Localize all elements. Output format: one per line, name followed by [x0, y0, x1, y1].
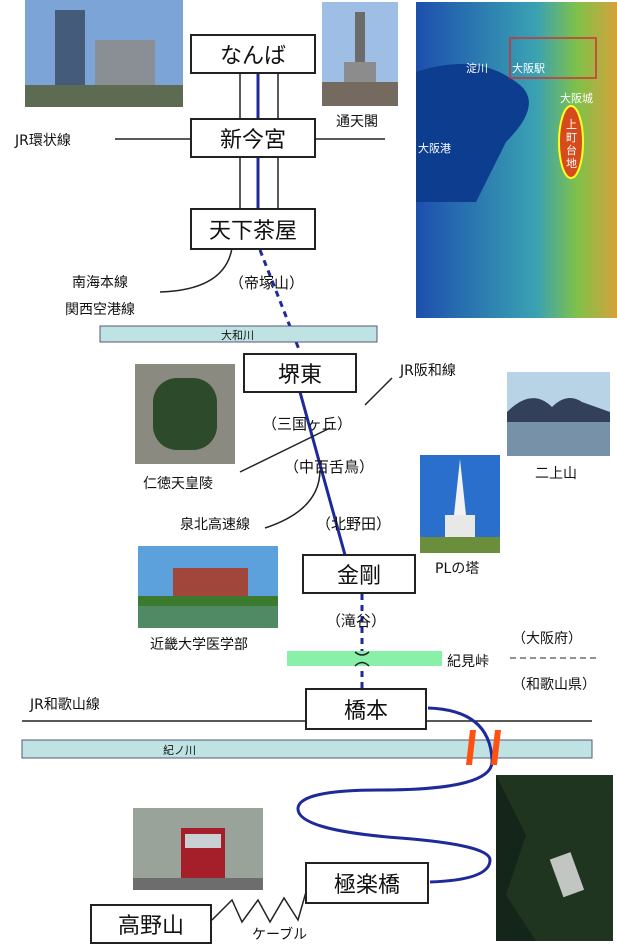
station-kongo[interactable]: 金剛: [302, 554, 416, 594]
label-pl-tower: PLの塔: [435, 561, 480, 577]
station-nakamozu: （中百舌鳥）: [284, 458, 375, 476]
kimitoge-tunnel: [287, 651, 442, 666]
nintoku-connector: [239, 427, 331, 473]
kindai-photo: [138, 546, 278, 628]
label-kansai-airport: 関西空港線: [65, 302, 135, 318]
label-kimitoge: 紀見峠: [447, 654, 489, 670]
main-track: [298, 391, 347, 556]
station-tengachaya[interactable]: 天下茶屋: [190, 208, 316, 250]
nijosan-photo: [507, 372, 610, 456]
label-jr-loop: JR環状線: [15, 133, 71, 149]
map-label-yodogawa: 淀川: [466, 62, 488, 75]
bridge-mark: [491, 730, 501, 765]
label-semboku: 泉北高速線: [180, 517, 250, 533]
label-nintoku: 仁徳天皇陵: [143, 476, 213, 492]
station-shin-imamiya[interactable]: 新今宮: [190, 118, 316, 158]
station-takidani: （滝谷）: [326, 612, 387, 630]
jr-hanwa-line: [364, 377, 393, 406]
map-label-uemachi: 上町台地: [566, 118, 577, 170]
station-gokurakubashi[interactable]: 極楽橋: [305, 862, 429, 904]
label-nijosan: 二上山: [535, 466, 577, 482]
osaka-relief-map: [416, 2, 617, 318]
pl-tower-photo: [420, 455, 500, 553]
namba-photo: [25, 0, 183, 107]
label-kindai: 近畿大学医学部: [150, 637, 248, 653]
semboku-line: [264, 469, 321, 529]
label-nankai-main: 南海本線: [72, 275, 128, 291]
tsutenkaku-photo: [322, 2, 398, 106]
kino-river-band: [21, 739, 593, 759]
main-track-mountain: [296, 706, 494, 884]
label-yamato-river: 大和川: [221, 329, 254, 342]
tunnel-portal: [354, 651, 370, 667]
station-mikunigaoka: （三国ヶ丘）: [262, 415, 353, 433]
label-jr-wakayama: JR和歌山線: [30, 697, 100, 713]
yamato-river-band: [99, 325, 378, 343]
label-osaka-pref: （大阪府）: [512, 631, 582, 647]
map-label-osaka-castle: 大阪城: [560, 92, 593, 105]
label-jr-hanwa: JR阪和線: [400, 363, 456, 379]
station-sakaihigashi[interactable]: 堺東: [243, 353, 357, 393]
cable-car-photo: [133, 808, 263, 890]
nintoku-photo: [135, 364, 235, 464]
station-namba[interactable]: なんば: [190, 34, 316, 74]
nankai-main-line: [159, 247, 233, 293]
label-kino-river: 紀ノ川: [163, 744, 196, 757]
cable-zigzag: [211, 891, 307, 924]
label-wakayama-pref: （和歌山県）: [512, 677, 596, 693]
station-koyasan[interactable]: 高野山: [90, 904, 212, 944]
forest-photo: [496, 775, 613, 941]
station-hashimoto[interactable]: 橋本: [305, 688, 427, 730]
map-label-osaka-station: 大阪駅: [512, 62, 545, 75]
map-label-osaka-port: 大阪港: [418, 142, 451, 155]
label-cable: ケーブル: [252, 927, 308, 943]
station-kitanoda: （北野田）: [316, 515, 392, 533]
label-tsutenkaku: 通天閣: [336, 114, 378, 130]
station-teizukayama: （帝塚山）: [229, 274, 305, 292]
bridge-mark: [466, 730, 476, 765]
